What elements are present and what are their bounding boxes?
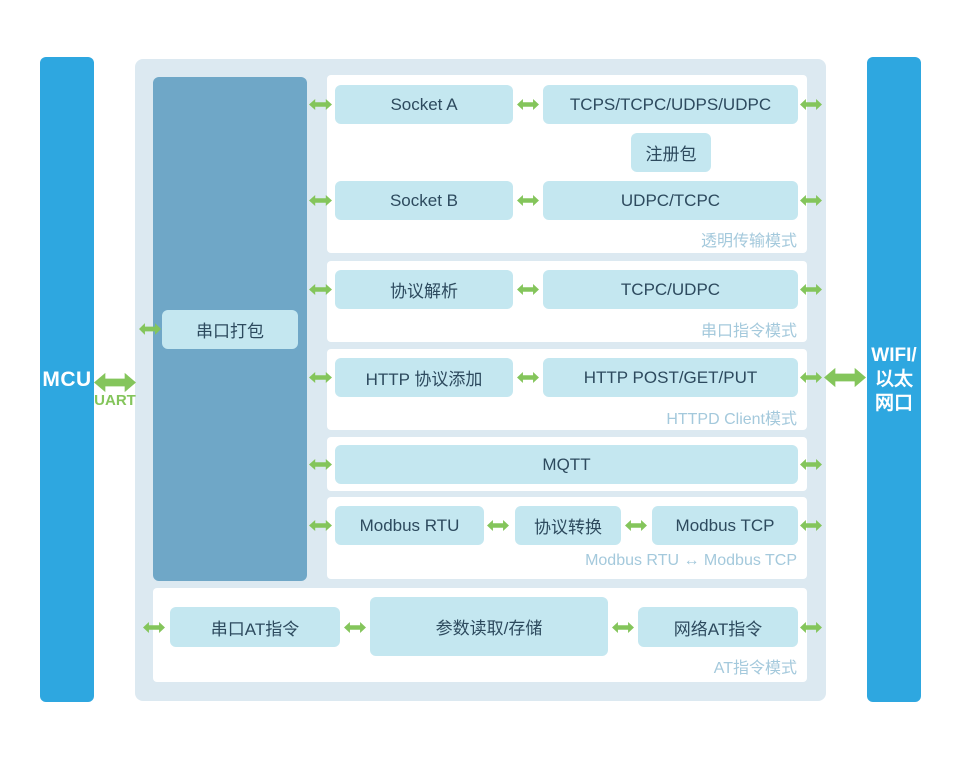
httpd-mode-label: HTTPD Client模式 xyxy=(666,411,797,428)
transparent-mode-label: 透明传输模式 xyxy=(700,233,797,250)
http-methods-box: HTTP POST/GET/PUT xyxy=(543,358,798,397)
double-arrow-icon xyxy=(517,372,539,383)
double-arrow-icon xyxy=(800,284,822,295)
register-packet-box: 注册包 xyxy=(631,133,711,172)
double-arrow-icon xyxy=(344,622,366,633)
modbus-rtu-box: Modbus RTU xyxy=(335,506,484,545)
double-arrow-icon xyxy=(143,622,165,633)
mqtt-box: MQTT xyxy=(335,445,798,484)
socket-b-box: Socket B xyxy=(335,181,513,220)
double-arrow-icon xyxy=(800,372,822,383)
mcu-bar: MCU xyxy=(40,57,94,702)
mcu-label: MCU xyxy=(42,367,92,391)
double-arrow-icon xyxy=(800,520,822,531)
protocol-parse-box: 协议解析 xyxy=(335,270,513,309)
serial-pack-box: 串口打包 xyxy=(162,310,298,349)
at-mode-label: AT指令模式 xyxy=(713,660,797,677)
udpc-tcpc-box: UDPC/TCPC xyxy=(543,181,798,220)
wifi-ethernet-bar: WIFI/ 以太 网口 xyxy=(867,57,921,702)
double-arrow-icon xyxy=(800,459,822,470)
param-storage-box: 参数读取/存储 xyxy=(370,597,608,656)
wifi-label-line1: WIFI/ xyxy=(871,344,917,366)
tcps-protocols-box: TCPS/TCPC/UDPS/UDPC xyxy=(543,85,798,124)
double-arrow-icon xyxy=(800,99,822,110)
double-arrow-icon xyxy=(517,284,539,295)
double-arrow-icon xyxy=(612,622,634,633)
modbus-tcp-box: Modbus TCP xyxy=(652,506,798,545)
double-arrow-icon xyxy=(309,284,332,295)
modbus-mode-label: Modbus RTU ↔ Modbus TCP xyxy=(585,552,797,569)
double-arrow-icon xyxy=(800,622,822,633)
double-arrow-icon xyxy=(139,323,161,335)
double-arrow-icon xyxy=(309,372,332,383)
wifi-label-line2: 以太 xyxy=(874,368,913,390)
double-arrow-icon xyxy=(309,459,332,470)
double-arrow-icon xyxy=(309,520,332,531)
double-arrow-icon xyxy=(800,195,822,206)
socket-a-box: Socket A xyxy=(335,85,513,124)
double-arrow-icon xyxy=(625,520,647,531)
double-arrow-icon xyxy=(94,372,136,393)
uart-label: UART xyxy=(94,392,136,409)
double-arrow-icon xyxy=(517,99,539,110)
http-protocol-add-box: HTTP 协议添加 xyxy=(335,358,513,397)
wifi-label-line3: 网口 xyxy=(874,392,913,414)
serial-at-box: 串口AT指令 xyxy=(170,607,340,647)
double-arrow-icon xyxy=(487,520,509,531)
double-arrow-icon xyxy=(824,367,866,388)
protocol-convert-box: 协议转换 xyxy=(515,506,621,545)
double-arrow-icon xyxy=(517,195,539,206)
tcpc-udpc-box: TCPC/UDPC xyxy=(543,270,798,309)
double-arrow-icon xyxy=(309,195,332,206)
serial-cmd-mode-label: 串口指令模式 xyxy=(700,323,797,340)
double-arrow-icon xyxy=(309,99,332,110)
network-at-box: 网络AT指令 xyxy=(638,607,798,647)
